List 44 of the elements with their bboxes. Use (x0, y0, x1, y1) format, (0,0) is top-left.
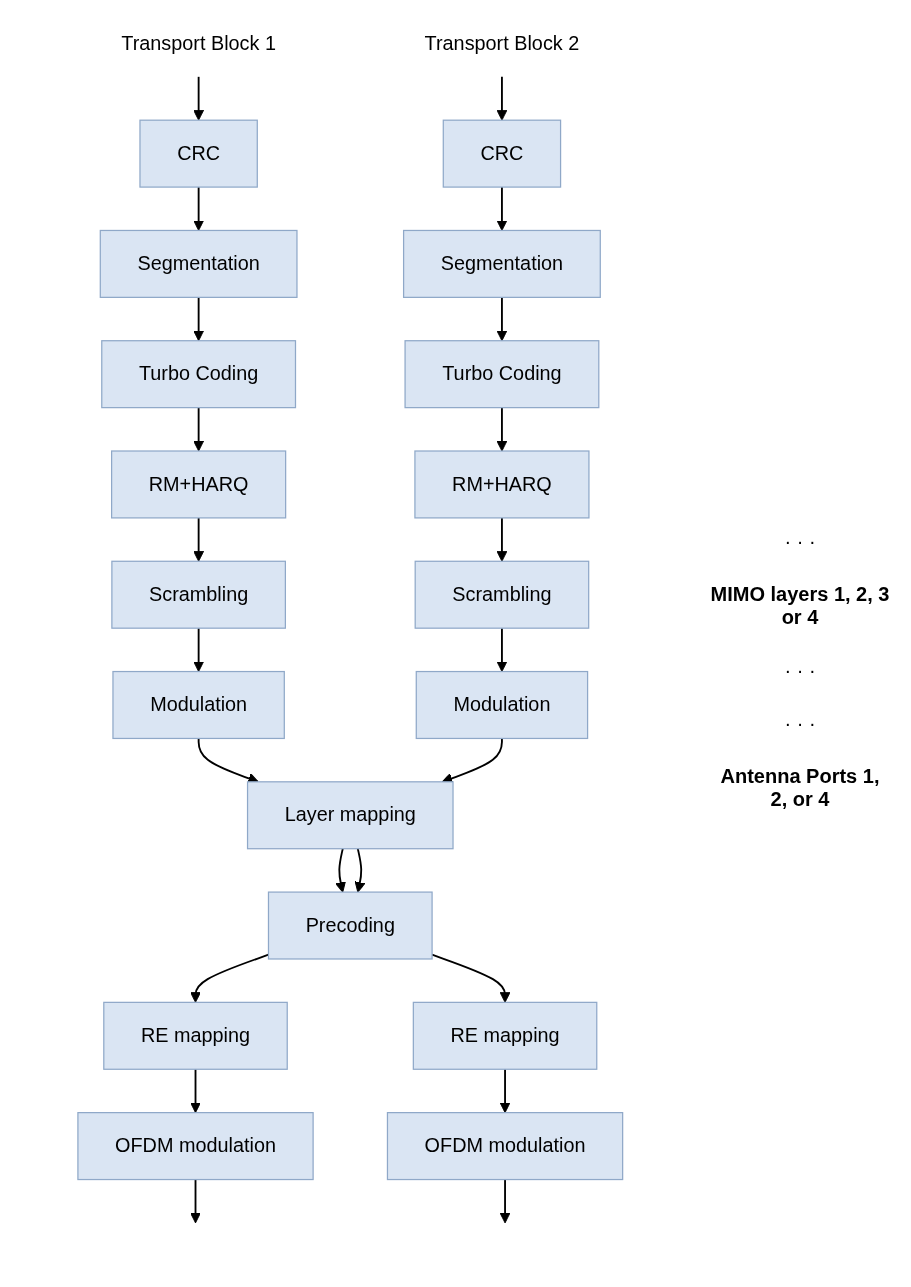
arrow (189, 1068, 201, 1114)
node-text: Transport Block 2 (424, 32, 579, 54)
arrow (192, 627, 204, 673)
annotation-note: Antenna Ports 1, 2, or 4 (719, 765, 881, 811)
node-box: CRC (442, 119, 561, 188)
node-box: Modulation (415, 670, 588, 740)
node-box: Turbo Coding (404, 340, 600, 409)
arrow (192, 296, 204, 342)
node-box: Segmentation (402, 229, 601, 298)
arrow (192, 406, 204, 452)
node-text: Transport Block 1 (121, 32, 276, 54)
node-box: Precoding (267, 891, 433, 960)
arrow (499, 1178, 511, 1224)
arrow (496, 296, 508, 342)
arrow (189, 1178, 201, 1224)
arrow (496, 186, 508, 231)
arrow (496, 75, 508, 121)
ellipsis-mark: · · · (783, 530, 817, 553)
arrow (496, 406, 508, 452)
ellipsis-mark: · · · (783, 659, 817, 682)
arrow (441, 737, 503, 784)
arrow (354, 847, 365, 893)
ellipsis-mark: · · · (783, 712, 817, 735)
arrow (192, 75, 204, 121)
arrow (496, 627, 508, 673)
node-box: CRC (139, 119, 258, 188)
annotation-note: MIMO layers 1, 2, 3 or 4 (710, 583, 890, 629)
node-box: OFDM modulation (77, 1112, 314, 1181)
arrow (335, 847, 346, 893)
node-box: Layer mapping (246, 781, 454, 850)
arrow (192, 517, 204, 562)
arrow (499, 1068, 511, 1114)
node-box: RM+HARQ (414, 450, 590, 519)
node-box: RM+HARQ (110, 450, 286, 519)
node-box: RE mapping (102, 1001, 288, 1070)
node-box: Turbo Coding (100, 340, 296, 409)
arrow (496, 517, 508, 562)
node-box: Segmentation (99, 229, 298, 298)
node-box: OFDM modulation (386, 1112, 623, 1181)
node-box: Scrambling (110, 560, 286, 629)
node-box: RE mapping (412, 1001, 598, 1070)
node-box: Scrambling (414, 560, 589, 629)
arrow (192, 186, 204, 231)
node-box: Modulation (112, 670, 285, 740)
